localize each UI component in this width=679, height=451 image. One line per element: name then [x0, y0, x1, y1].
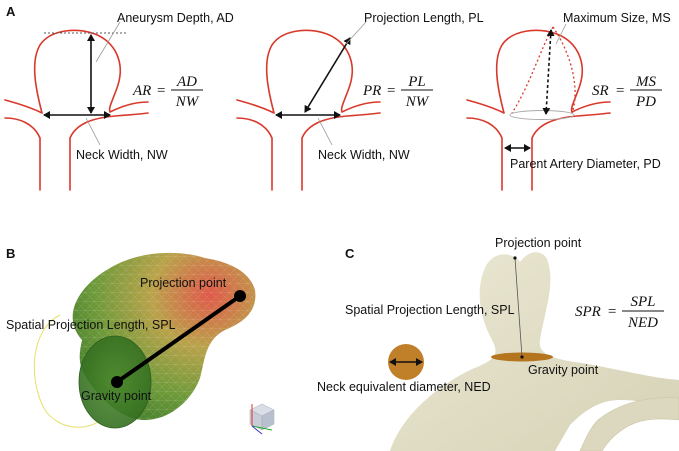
parent-vessel-1 — [4, 112, 149, 191]
b-gravity-point-label: Gravity point — [81, 389, 152, 403]
eq-sr-equals: = — [615, 83, 625, 99]
axis-z-icon — [251, 425, 263, 435]
eq-spr-lhs: SPR — [575, 304, 601, 320]
c-projection-point-marker — [513, 256, 517, 260]
eq-pr-equals: = — [386, 83, 396, 99]
side-branch — [579, 397, 679, 451]
nw-label-2: Neck Width, NW — [318, 148, 410, 162]
equation-sr: SR = MS PD — [592, 74, 662, 110]
pl-leader — [345, 21, 367, 45]
nw-label-1: Neck Width, NW — [76, 148, 168, 162]
diagram-sr — [466, 23, 611, 191]
eq-sr-lhs: SR — [592, 83, 609, 99]
panel-a-letter: A — [6, 4, 16, 19]
parent-vessel-2 — [236, 112, 381, 191]
ad-label: Aneurysm Depth, AD — [117, 11, 234, 25]
aneurysm-sac-3 — [466, 29, 611, 114]
b-spl-label: Spatial Projection Length, SPL — [6, 318, 176, 332]
panel-b-letter: B — [6, 246, 15, 261]
aneurysm-vessel-model — [390, 252, 679, 451]
c-projection-point-label: Projection point — [495, 236, 582, 250]
equation-ar: AR = AD NW — [132, 74, 203, 110]
c-spl-label: Spatial Projection Length, SPL — [345, 303, 515, 317]
nw-leader-1 — [85, 117, 101, 146]
pd-label: Parent Artery Diameter, PD — [510, 157, 661, 171]
c-gravity-point-marker — [520, 355, 524, 359]
eq-spr-den: NED — [627, 315, 658, 331]
parent-vessel-3 — [466, 112, 611, 191]
spl-line-c — [514, 257, 523, 358]
eq-ar-num: AD — [176, 74, 197, 90]
eq-pr-den: NW — [405, 94, 430, 110]
spl-line — [115, 294, 242, 384]
ms-label: Maximum Size, MS — [563, 11, 671, 25]
ned-label: Neck equivalent diameter, NED — [317, 380, 491, 394]
eq-ar-lhs: AR — [132, 83, 151, 99]
b-projection-point-label: Projection point — [140, 276, 227, 290]
diagram-ar — [4, 21, 149, 191]
eq-pr-num: PL — [407, 74, 426, 90]
ms-dotted-outline-right — [552, 26, 576, 114]
eq-sr-den: PD — [635, 94, 656, 110]
ms-dotted-outline-left — [511, 26, 554, 114]
eq-spr-num: SPL — [630, 294, 655, 310]
ms-arrow — [542, 29, 555, 115]
axis-y-icon — [251, 425, 273, 431]
vessel-surface — [390, 252, 679, 451]
eq-ar-equals: = — [156, 83, 166, 99]
ad-leader — [95, 21, 121, 63]
eq-pr-lhs: PR — [362, 83, 381, 99]
equation-pr: PR = PL NW — [362, 74, 433, 110]
panel-c-letter: C — [345, 246, 355, 261]
eq-ar-den: NW — [175, 94, 200, 110]
parent-vessel-outline — [33, 314, 101, 428]
diagram-pr — [236, 21, 381, 191]
aneurysm-sac-1 — [4, 29, 149, 114]
equation-spr: SPR = SPL NED — [575, 294, 664, 331]
aneurysm-sac-2 — [236, 29, 381, 114]
pl-label: Projection Length, PL — [364, 11, 484, 25]
pl-arrow — [304, 37, 351, 113]
eq-spr-equals: = — [607, 304, 617, 320]
c-gravity-point-label: Gravity point — [528, 363, 599, 377]
nw-leader-2 — [317, 117, 333, 146]
aneurysm-3d-model — [33, 252, 256, 429]
orientation-cube — [249, 403, 275, 435]
gravity-point-marker — [111, 376, 123, 388]
projection-point-marker — [234, 290, 246, 302]
ms-leader — [555, 23, 567, 45]
eq-sr-num: MS — [635, 74, 656, 90]
neck-plane-ellipse — [509, 110, 575, 120]
